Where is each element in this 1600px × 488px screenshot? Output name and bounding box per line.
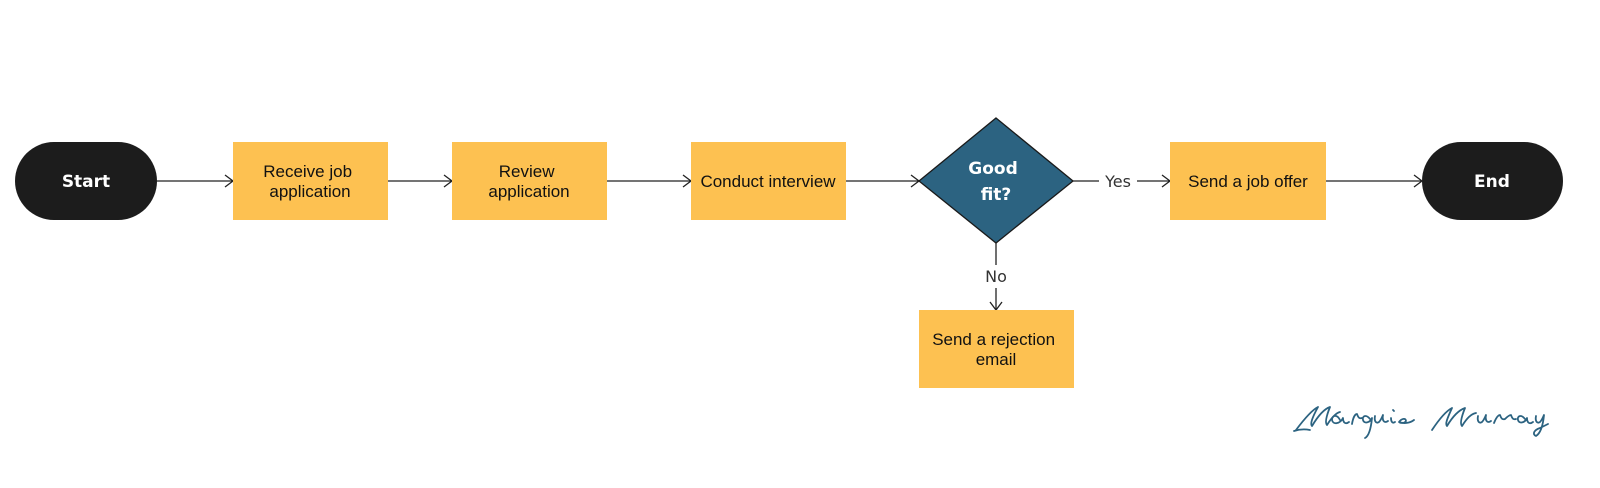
signature	[1293, 406, 1549, 439]
end-terminal-shape	[1422, 142, 1563, 220]
send-rejection-email-line2: email	[976, 350, 1017, 369]
good-fit-decision-node: Good fit?	[917, 117, 1075, 244]
receive-application-label: Receive job application	[263, 162, 357, 201]
decision-line2: fit?	[981, 185, 1012, 205]
send-rejection-email-label: Send a rejection email	[932, 330, 1060, 369]
review-application-box	[452, 142, 607, 220]
review-application-line2: application	[488, 182, 569, 201]
send-rejection-email-box	[919, 310, 1074, 388]
edge-start-to-receive	[157, 174, 235, 188]
conduct-interview-box	[691, 142, 846, 220]
receive-application-box	[233, 142, 388, 220]
start-node: Start	[15, 142, 157, 220]
start-terminal-shape	[15, 142, 157, 220]
send-job-offer-label: Send a job offer	[1188, 172, 1308, 191]
review-application-line1: Review	[499, 162, 555, 181]
end-label: End	[1474, 172, 1510, 192]
send-rejection-email-line1: Send a rejection	[932, 330, 1055, 349]
review-application-node: Review application	[452, 142, 607, 220]
edge-receive-to-review	[388, 174, 454, 188]
conduct-interview-label: Conduct interview	[700, 172, 836, 191]
decision-label: Good fit?	[968, 159, 1023, 205]
receive-application-line2: application	[269, 182, 350, 201]
review-application-label: Review application	[488, 162, 569, 201]
receive-application-line1: Receive job	[263, 162, 352, 181]
edge-interview-to-decision	[845, 174, 921, 188]
receive-application-node: Receive job application	[233, 142, 388, 220]
edge-review-to-interview	[607, 174, 693, 188]
decision-line1: Good	[968, 159, 1017, 179]
edge-offer-to-end	[1326, 174, 1424, 188]
start-label: Start	[62, 172, 110, 192]
conduct-interview-node: Conduct interview	[691, 142, 846, 220]
decision-diamond	[917, 117, 1075, 244]
send-rejection-email-node: Send a rejection email	[919, 310, 1074, 388]
end-node: End	[1422, 142, 1563, 220]
no-label: No	[985, 267, 1007, 286]
send-job-offer-node: Send a job offer	[1170, 142, 1326, 220]
send-job-offer-box	[1170, 142, 1326, 220]
yes-label: Yes	[1104, 172, 1131, 191]
